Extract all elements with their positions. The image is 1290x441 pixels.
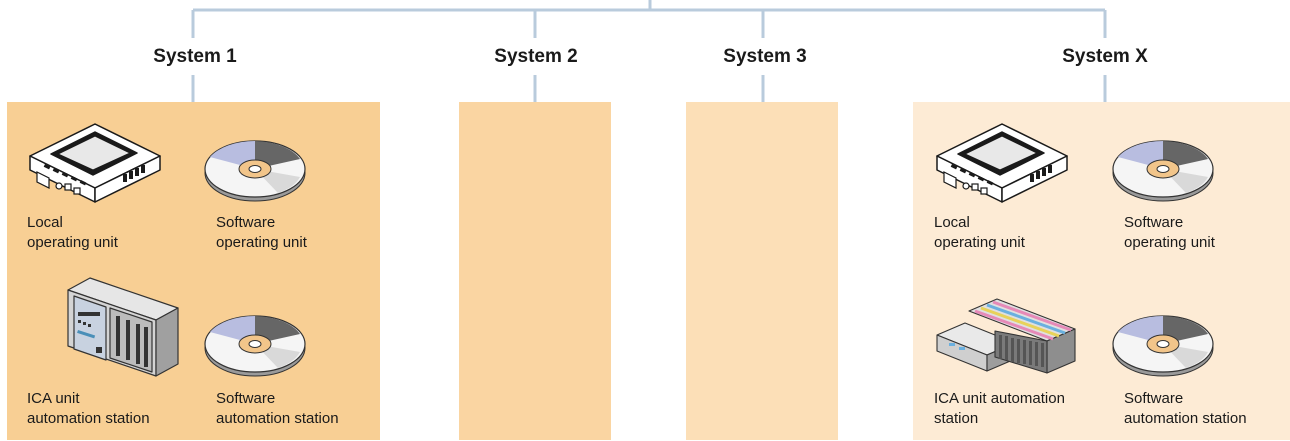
system-x-title: System X (1062, 46, 1148, 67)
software-operating-unit-caption: Software operating unit (1124, 214, 1215, 251)
io-module-icon (936, 298, 1076, 374)
system-1-title: System 1 (153, 46, 237, 67)
software-automation-station-caption: Software automation station (216, 390, 339, 427)
system-2-panel (459, 102, 611, 440)
software-automation-station-caption: Software automation station (1124, 390, 1247, 427)
local-operating-unit-caption: Local operating unit (934, 214, 1025, 251)
ica-unit-automation-station-caption: ICA unit automation station (27, 390, 150, 427)
software-disc-icon (204, 140, 306, 202)
hmi-panel-icon (29, 123, 161, 203)
system-3-panel (686, 102, 838, 440)
software-disc-icon (1112, 315, 1214, 377)
ica-unit-automation-station-caption: ICA unit automation station (934, 390, 1065, 427)
system-2-title: System 2 (494, 46, 578, 67)
software-operating-unit-caption: Software operating unit (216, 214, 307, 251)
software-disc-icon (204, 315, 306, 377)
software-disc-icon (1112, 140, 1214, 202)
local-operating-unit-caption: Local operating unit (27, 214, 118, 251)
hmi-panel-icon (936, 123, 1068, 203)
system-3-title: System 3 (723, 46, 807, 67)
plc-controller-icon (67, 277, 179, 377)
